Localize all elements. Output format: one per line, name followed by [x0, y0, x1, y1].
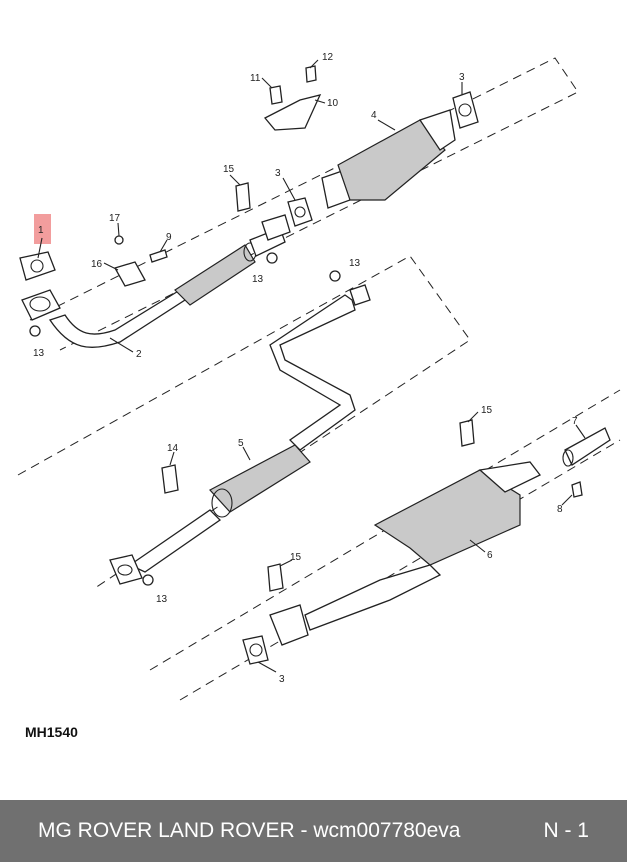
part-1-gasket[interactable]: [19, 251, 56, 281]
selected-part-highlight[interactable]: [34, 214, 51, 244]
part-15-mounting-rubber[interactable]: [267, 563, 284, 592]
callout-3: 3: [279, 674, 285, 685]
part-13-nut[interactable]: [329, 270, 341, 282]
callout-15: 15: [290, 552, 302, 563]
assembly-outline-middle: [17, 255, 471, 589]
part-13-nut[interactable]: [266, 252, 278, 264]
part-15-mounting-rubber[interactable]: [459, 419, 475, 447]
part-13-nut[interactable]: [142, 574, 154, 586]
part-9-bolt[interactable]: [149, 249, 168, 263]
part-3-gasket-cat[interactable]: [452, 91, 479, 129]
part-4-catalytic-converter[interactable]: [321, 109, 456, 209]
part-13-nut[interactable]: [29, 325, 41, 337]
part-2-front-pipe[interactable]: [21, 214, 291, 348]
callout-8: 8: [557, 504, 563, 515]
part-5-intermediate-pipe[interactable]: [109, 284, 371, 585]
callout-2: 2: [136, 349, 142, 360]
callout-5: 5: [238, 438, 244, 449]
part-7-tail-pipe[interactable]: [562, 427, 611, 467]
part-6-rear-silencer[interactable]: [269, 461, 542, 646]
footer-bar: MG ROVER LAND ROVER - wcm007780eva N - 1: [0, 800, 627, 862]
callout-17: 17: [109, 213, 121, 224]
part-11-bolt[interactable]: [269, 85, 283, 105]
callout-3: 3: [275, 168, 281, 179]
part-3-gasket-front[interactable]: [287, 197, 313, 227]
part-15-mounting-rubber[interactable]: [235, 182, 251, 212]
callout-4: 4: [371, 110, 377, 121]
exhaust-system-diagram: 1 2 3 3 3 4 5 6 7 8 9 10 11 12 13 13 13 …: [17, 52, 621, 701]
callout-14: 14: [167, 443, 179, 454]
callout-16: 16: [91, 259, 103, 270]
callout-13: 13: [349, 258, 361, 269]
assembly-outline-rear: [149, 389, 621, 701]
part-10-bracket[interactable]: [263, 94, 322, 131]
callout-13: 13: [252, 274, 264, 285]
callout-3: 3: [459, 72, 465, 83]
part-3-gasket-rear[interactable]: [242, 635, 269, 665]
part-12-bolt[interactable]: [305, 65, 317, 83]
part-8-bolt[interactable]: [571, 481, 583, 498]
callout-15: 15: [481, 405, 493, 416]
assembly-outline-front: [29, 57, 579, 351]
callout-7: 7: [572, 416, 578, 427]
diagram-code: MH1540: [25, 724, 78, 740]
part-16-bracket[interactable]: [114, 261, 146, 287]
callout-15: 15: [223, 164, 235, 175]
part-14-mounting-rubber[interactable]: [161, 464, 179, 494]
callout-9: 9: [166, 232, 172, 243]
footer-page-number: N - 1: [543, 819, 589, 842]
callout-12: 12: [322, 52, 334, 63]
leader-lines: [37, 59, 586, 673]
callout-13: 13: [33, 348, 45, 359]
callout-13: 13: [156, 594, 168, 605]
callout-10: 10: [327, 98, 339, 109]
footer-text: MG ROVER LAND ROVER - wcm007780eva: [38, 819, 461, 842]
callout-6: 6: [487, 550, 493, 561]
callout-1: 1: [38, 225, 44, 236]
part-17-clip[interactable]: [114, 235, 124, 245]
callout-11: 11: [250, 73, 261, 84]
